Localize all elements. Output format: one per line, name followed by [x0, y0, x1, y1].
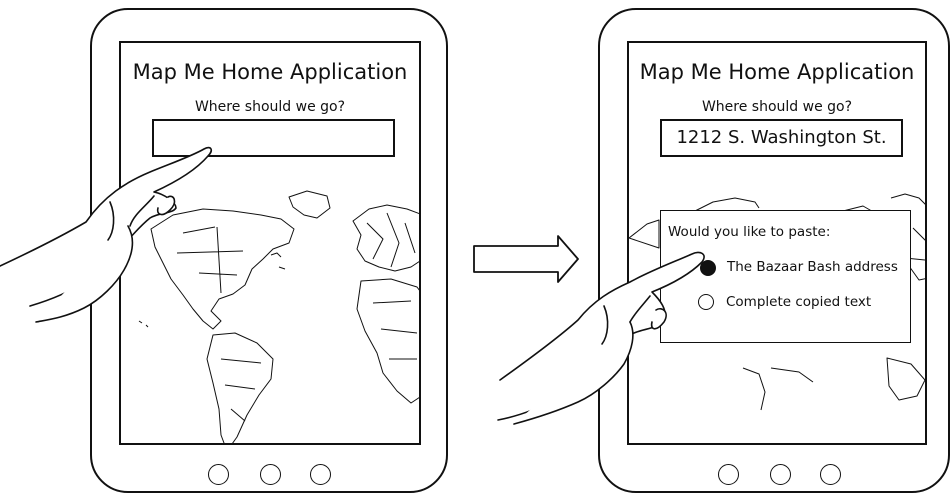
- home-button-icon[interactable]: [770, 464, 791, 485]
- left-tablet-screen: Map Me Home Application Where should we …: [119, 41, 421, 445]
- left-tablet: Map Me Home Application Where should we …: [90, 8, 448, 493]
- home-button-icon[interactable]: [718, 464, 739, 485]
- destination-prompt: Where should we go?: [194, 99, 346, 115]
- app-title: Map Me Home Application: [132, 60, 408, 84]
- hand-icon: [497, 251, 705, 425]
- radio-option-bazaar-bash[interactable]: [700, 260, 716, 276]
- option-label-bazaar-bash: The Bazaar Bash address: [727, 259, 898, 275]
- app-title: Map Me Home Application: [639, 60, 915, 84]
- right-tablet: Map Me Home Application Where should we …: [598, 8, 950, 493]
- radio-option-complete-text[interactable]: [698, 294, 714, 310]
- destination-input[interactable]: 1212 S. Washington St.: [660, 119, 903, 157]
- world-map-icon: [138, 190, 419, 443]
- home-button-icon[interactable]: [310, 464, 331, 485]
- paste-prompt-dialog: Would you like to paste: The Bazaar Bash…: [660, 210, 911, 343]
- paste-prompt-title: Would you like to paste:: [668, 224, 831, 240]
- home-button-icon[interactable]: [260, 464, 281, 485]
- right-tablet-screen: Map Me Home Application Where should we …: [627, 41, 927, 445]
- right-arrow-icon: [473, 235, 579, 283]
- destination-prompt: Where should we go?: [701, 99, 853, 115]
- home-button-icon[interactable]: [820, 464, 841, 485]
- hand-icon: [0, 146, 213, 323]
- option-label-complete-text: Complete copied text: [726, 294, 872, 310]
- home-button-icon[interactable]: [208, 464, 229, 485]
- destination-input[interactable]: [152, 119, 395, 157]
